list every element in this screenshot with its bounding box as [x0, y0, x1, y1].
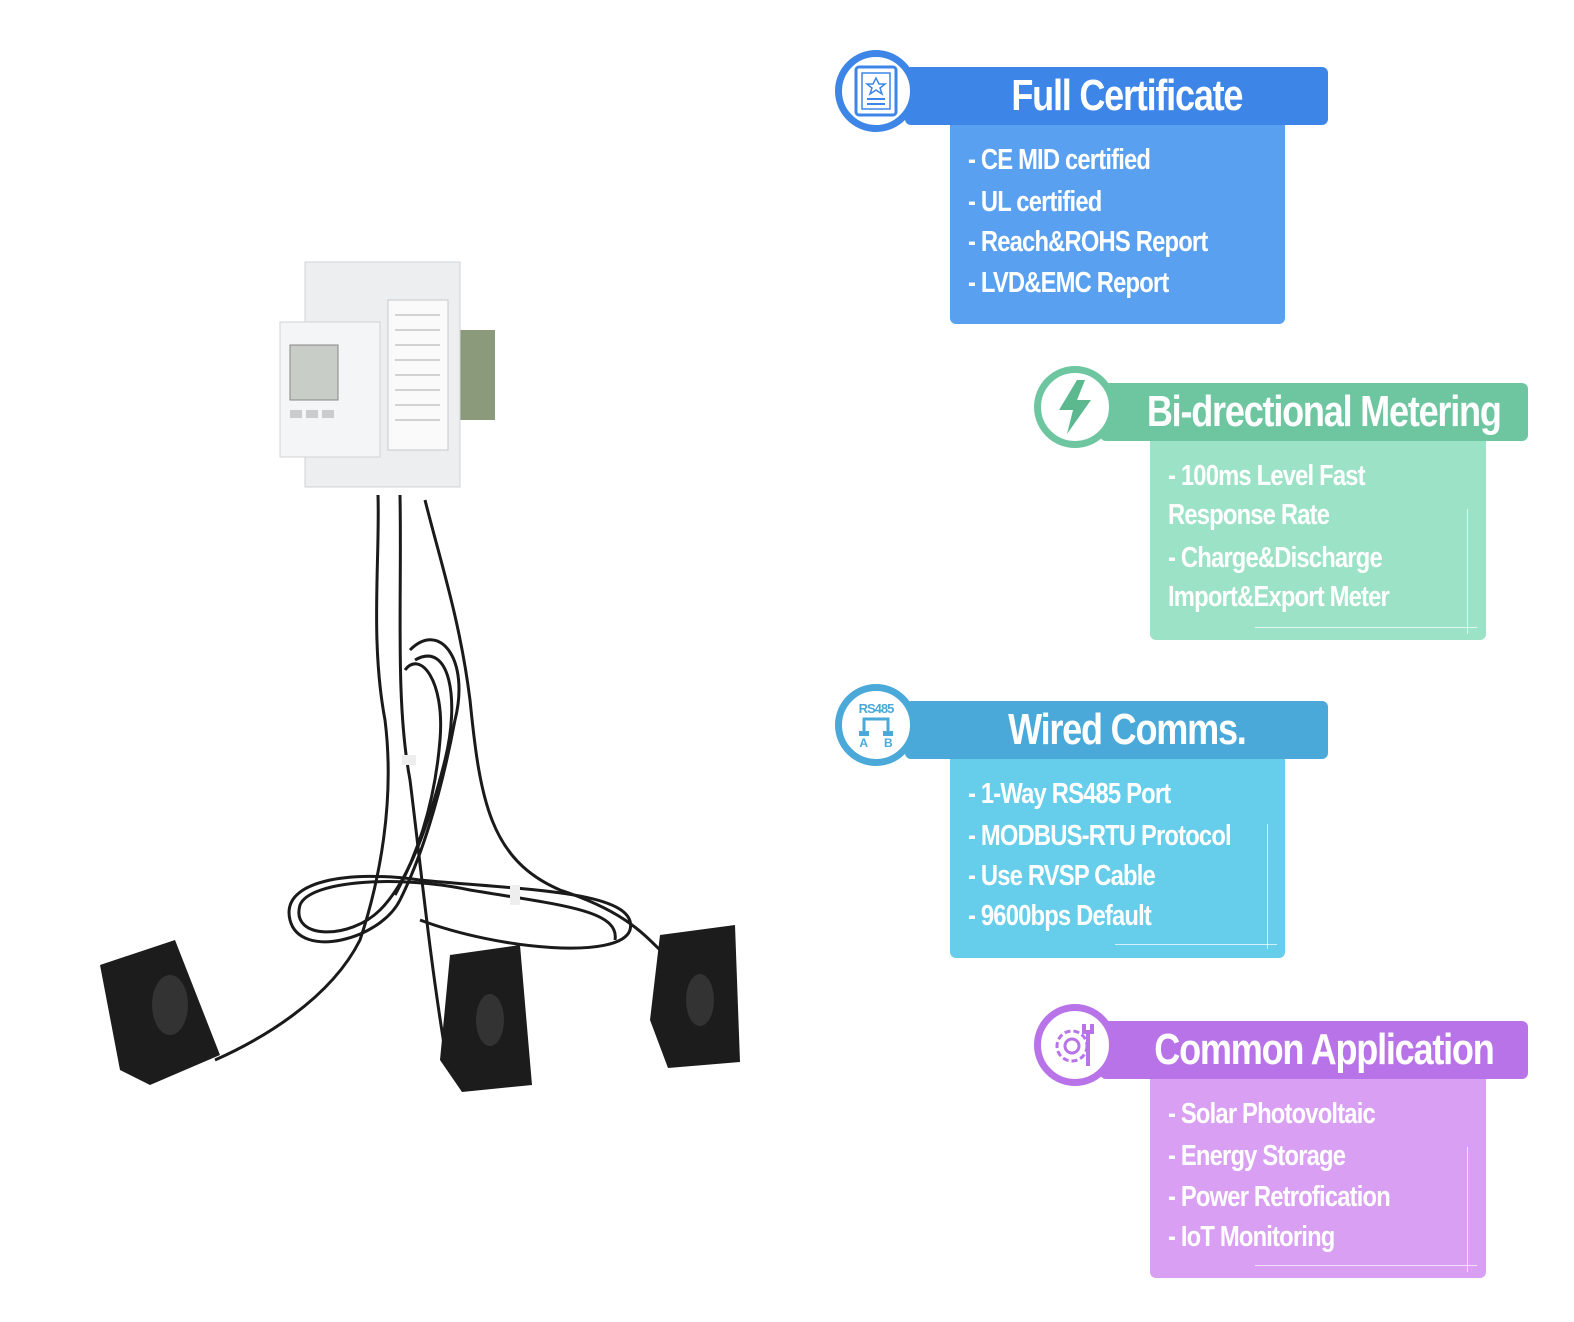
- feature-line: - LVD&EMC Report: [968, 267, 1169, 299]
- feature-line: - UL certified: [968, 186, 1102, 218]
- card-title: Bi-drectional Metering: [1147, 387, 1502, 436]
- decor-line: [1267, 824, 1268, 949]
- card-title: Wired Comms.: [1007, 705, 1247, 754]
- gear-wrench-icon: [1034, 1004, 1116, 1086]
- feature-line: Response Rate: [1168, 499, 1330, 531]
- feature-line: - Power Retrofication: [1168, 1181, 1391, 1213]
- decor-line: [1115, 944, 1277, 945]
- cable-tie: [510, 885, 520, 905]
- card-body: - CE MID certified - UL certified - Reac…: [950, 125, 1285, 324]
- card-body: - Solar Photovoltaic - Energy Storage - …: [1150, 1079, 1486, 1278]
- card-title: Full Certificate: [1011, 71, 1243, 120]
- feature-line: - MODBUS-RTU Protocol: [968, 820, 1232, 852]
- lightning-icon: [1034, 366, 1116, 448]
- card-title-bar: Bi-drectional Metering: [1100, 383, 1528, 441]
- card-body: - 100ms Level Fast Response Rate - Charg…: [1150, 441, 1486, 640]
- decor-line: [1255, 1265, 1477, 1266]
- decor-line: [1255, 627, 1477, 628]
- product-photo-energy-meter: [100, 261, 740, 1092]
- feature-line: - Charge&Discharge: [1168, 542, 1383, 574]
- feature-line: - CE MID certified: [968, 144, 1151, 176]
- feature-line: - IoT Monitoring: [1168, 1221, 1335, 1253]
- card-title-bar: Full Certificate: [905, 67, 1328, 125]
- rs485-icon: RS485 A B: [835, 684, 917, 766]
- feature-line: - Energy Storage: [1168, 1140, 1346, 1172]
- card-title-bar: Wired Comms.: [905, 701, 1328, 759]
- feature-line: - 1-Way RS485 Port: [968, 778, 1171, 810]
- feature-line: Import&Export Meter: [1168, 581, 1390, 613]
- meter-device: [279, 261, 495, 488]
- rs485-icon-label: RS485: [858, 700, 895, 716]
- rs485-a-label: A: [859, 735, 868, 750]
- feature-line: - Use RVSP Cable: [968, 860, 1156, 892]
- decor-line: [1467, 509, 1468, 634]
- feature-line: - Solar Photovoltaic: [1168, 1098, 1376, 1130]
- feature-line: - 9600bps Default: [968, 900, 1152, 932]
- current-transformer-clamps: [100, 925, 740, 1092]
- rs485-b-label: B: [884, 735, 893, 750]
- card-title-bar: Common Application: [1100, 1021, 1528, 1079]
- feature-line: - Reach&ROHS Report: [968, 226, 1208, 258]
- card-title: Common Application: [1154, 1025, 1495, 1074]
- cable-tie: [402, 755, 416, 765]
- decor-line: [1467, 1147, 1468, 1272]
- certificate-icon: [835, 50, 917, 132]
- card-body: - 1-Way RS485 Port - MODBUS-RTU Protocol…: [950, 759, 1285, 958]
- feature-line: - 100ms Level Fast: [1168, 460, 1366, 492]
- cables: [214, 494, 662, 1062]
